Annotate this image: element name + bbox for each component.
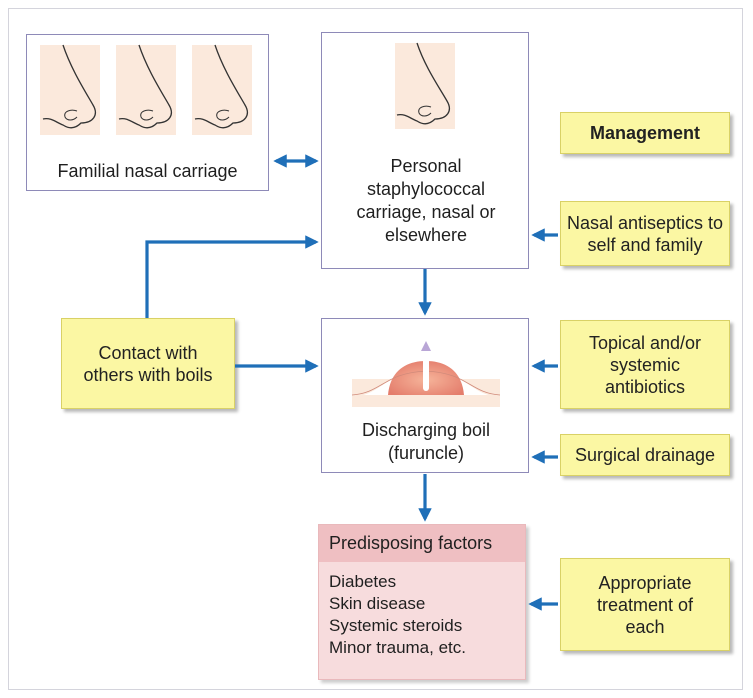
boil-box: Discharging boil (furuncle): [321, 318, 529, 473]
list-item: Diabetes: [329, 572, 397, 591]
boil-illustration: [351, 341, 501, 407]
contact-label: Contact with others with boils: [83, 342, 213, 385]
antibiotics-label: Topical and/or systemic antibiotics: [588, 332, 702, 397]
predisposing-factors-box: Predisposing factors Diabetes Skin disea…: [318, 524, 526, 680]
nose-icon: [395, 42, 455, 129]
surgical-drainage-label: Surgical drainage: [574, 445, 716, 465]
diagram-frame: [8, 8, 743, 690]
contact-box: Contact with others with boils: [61, 318, 235, 409]
familial-carriage-label: Familial nasal carriage: [57, 161, 238, 181]
list-item: Systemic steroids: [329, 616, 463, 635]
boil-label: Discharging boil (furuncle): [361, 420, 491, 463]
familial-carriage-box: Familial nasal carriage: [26, 34, 269, 191]
antibiotics-box: Topical and/or systemic antibiotics: [560, 320, 730, 409]
nose-icon: [116, 44, 176, 135]
nose-icon: [192, 44, 252, 135]
nose-illustration: [395, 42, 455, 129]
personal-carriage-box: Personal staphylococcal carriage, nasal …: [321, 32, 529, 269]
nasal-antiseptics-box: Nasal antiseptics to self and family: [560, 201, 730, 266]
contact-to-personal-arrow: [145, 235, 319, 318]
appropriate-treatment-label: Appropriate treatment of each: [596, 572, 694, 637]
predisposing-list: Diabetes Skin disease Systemic steroids …: [329, 571, 466, 659]
appropriate-treatment-box: Appropriate treatment of each: [560, 558, 730, 651]
list-item: Minor trauma, etc.: [329, 638, 466, 657]
management-heading-box: Management: [560, 112, 730, 154]
nasal-antiseptics-label: Nasal antiseptics to self and family: [566, 212, 724, 255]
discharge-channel: [423, 353, 429, 391]
nose-icon: [40, 44, 100, 135]
surgical-drainage-box: Surgical drainage: [560, 434, 730, 476]
predisposing-heading: Predisposing factors: [319, 525, 525, 562]
personal-carriage-label: Personal staphylococcal carriage, nasal …: [356, 156, 496, 245]
three-noses-illustration: [40, 44, 252, 135]
discharge-arrow-icon: [421, 341, 431, 351]
management-heading: Management: [589, 123, 701, 143]
list-item: Skin disease: [329, 594, 426, 613]
